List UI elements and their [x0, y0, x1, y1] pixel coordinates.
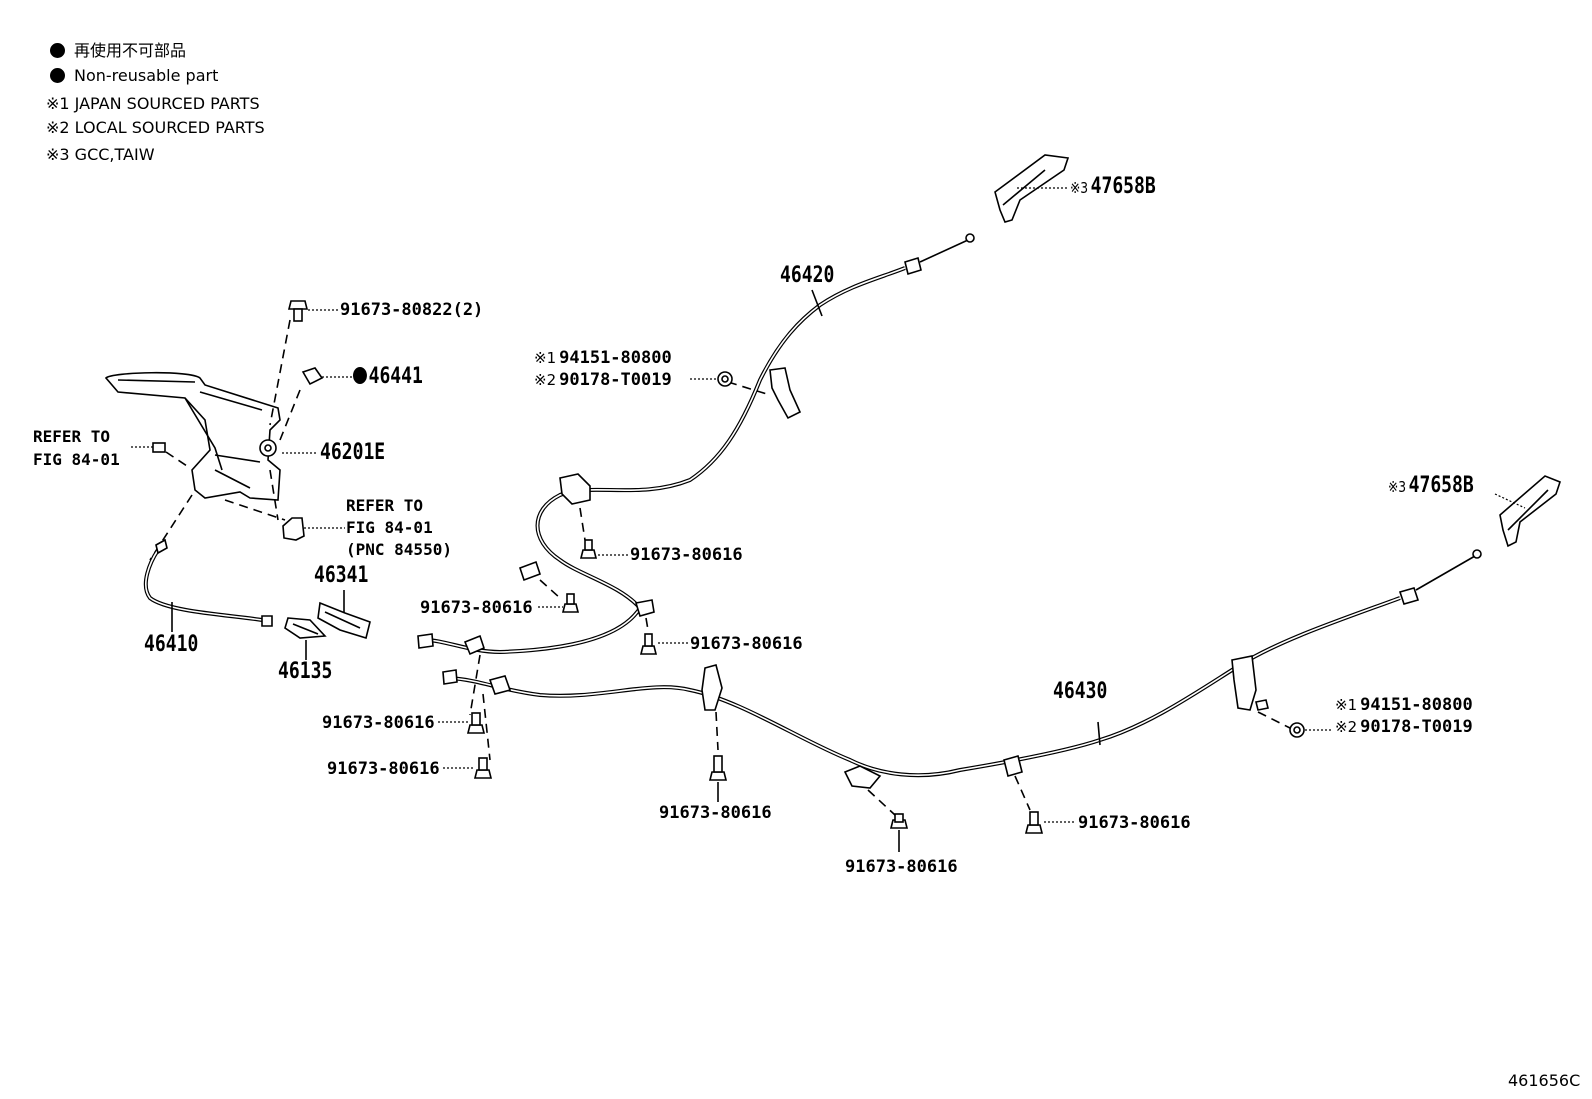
nut-46441-icon [301, 367, 324, 386]
label-refer-fig-1b: FIG 84-01 [33, 450, 120, 469]
label-bolt-a: 91673-80616 [630, 545, 743, 565]
bolt-i-icon [1255, 699, 1269, 711]
part-46135-icon [284, 617, 327, 639]
label-refer-fig-2c: (PNC 84550) [346, 540, 452, 559]
bolt-h-icon [1024, 811, 1044, 834]
refer-clip-icon [282, 517, 305, 541]
bolt-e-icon [473, 757, 493, 779]
legend-note-1: ※1 JAPAN SOURCED PARTS [46, 94, 260, 113]
label-bolt-e: 91673-80616 [327, 759, 440, 779]
parking-brake-lever [104, 319, 301, 561]
cable-46420 [417, 233, 975, 656]
bolt-g-icon [889, 813, 909, 829]
legend-non-reusable-en: Non-reusable part [50, 68, 218, 84]
lever-bolt-icon [287, 300, 309, 322]
label-nut-46441: 46441 [353, 366, 423, 388]
label-cable-46430: 46430 [1053, 679, 1108, 704]
label-part-46341: 46341 [314, 563, 369, 588]
label-bolt-f: 91673-80616 [659, 803, 772, 823]
label-bolt-h: 91673-80616 [1078, 813, 1191, 833]
label-refer-fig-2b: FIG 84-01 [346, 518, 433, 537]
label-cable-46420: 46420 [780, 263, 835, 288]
non-reusable-dot-icon [50, 43, 65, 58]
bolt-d-icon [466, 712, 486, 734]
bolt-b-icon [561, 593, 580, 613]
bolt-f-icon [708, 755, 728, 781]
cable-46430 [442, 549, 1482, 789]
legend-note-2: ※2 LOCAL SOURCED PARTS [46, 118, 265, 137]
bracket-47658b-right-icon [1499, 475, 1561, 548]
legend-note-3: ※3 GCC,TAIW [46, 145, 155, 164]
grommet-right-icon [1289, 722, 1305, 738]
label-bolt-d: 91673-80616 [322, 713, 435, 733]
label-part-46410: 46410 [144, 632, 199, 657]
non-reusable-dot-icon [50, 68, 65, 83]
non-reusable-dot-icon [353, 367, 367, 384]
label-lever-46201e: 46201E [320, 440, 386, 465]
label-bolt-lever: 91673-80822(2) [340, 300, 484, 320]
label-refer-fig-2a: REFER TO [346, 496, 424, 515]
label-bolt-b: 91673-80616 [420, 598, 533, 618]
cable-46410 [143, 538, 273, 627]
label-refer-fig-1a: REFER TO [33, 427, 111, 446]
label-bolt-g: 91673-80616 [845, 857, 958, 877]
part-46341-icon [317, 601, 371, 640]
legend-non-reusable-jp: 再使用不可部品 [50, 43, 186, 59]
refer-bolt-icon [152, 442, 166, 453]
label-bolt-c: 91673-80616 [690, 634, 803, 654]
label-part-46135: 46135 [278, 659, 333, 684]
figure-code: 461656C [1508, 1071, 1581, 1090]
bolt-c-icon [639, 633, 658, 655]
grommet-top-icon [717, 371, 733, 387]
bolt-a-icon [579, 539, 598, 559]
bracket-47658b-top-icon [994, 154, 1070, 223]
